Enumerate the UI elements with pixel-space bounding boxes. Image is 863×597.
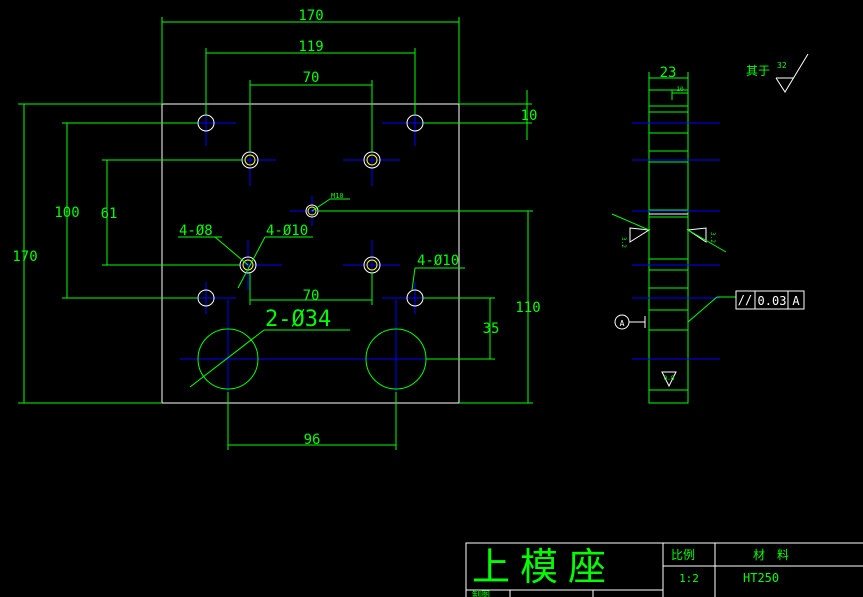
roughness-left bbox=[629, 227, 651, 243]
callout-4x-d8: 4-Ø8 bbox=[179, 223, 213, 239]
dim-119: 119 bbox=[298, 39, 323, 55]
finish-note-value: 32 bbox=[777, 61, 787, 70]
callout-2x-d34: 2-Ø34 bbox=[265, 307, 331, 332]
material-header: 材 料 bbox=[753, 548, 789, 562]
roughness-bottom bbox=[661, 371, 677, 388]
dim-70-bottom: 70 bbox=[303, 288, 320, 304]
hole-d34-left bbox=[197, 328, 259, 390]
dim-100: 100 bbox=[54, 205, 79, 221]
roughness-symbol-main bbox=[775, 53, 809, 93]
dim-70-top: 70 bbox=[303, 70, 320, 86]
svg-text:3.2: 3.2 bbox=[709, 232, 716, 243]
dim-96: 96 bbox=[304, 432, 321, 448]
dim-170-top: 170 bbox=[298, 8, 323, 24]
section-dim-10: 10 bbox=[676, 86, 684, 93]
center-lines bbox=[172, 103, 452, 410]
section-outline bbox=[648, 89, 689, 404]
svg-text:3.2: 3.2 bbox=[620, 237, 627, 248]
material-value: HT250 bbox=[743, 571, 779, 585]
section-view: 23 10 其于 32 3.2 3.2 0.8 // 0.03 A A bbox=[611, 53, 809, 404]
title-block: 上模座 比例 1:2 材 料 HT250 制图 bbox=[465, 542, 863, 597]
callout-4x-d10-right: 4-Ø10 bbox=[417, 253, 459, 269]
dim-110: 110 bbox=[515, 300, 540, 316]
svg-text:A: A bbox=[620, 319, 625, 328]
dim-10: 10 bbox=[521, 108, 538, 124]
svg-text:0.8: 0.8 bbox=[664, 375, 675, 382]
dim-35: 35 bbox=[483, 321, 500, 337]
roughness-right bbox=[686, 227, 707, 243]
callout-4x-d10-left: 4-Ø10 bbox=[266, 223, 308, 239]
tolerance-datum: A bbox=[792, 294, 800, 308]
section-dim-23: 23 bbox=[660, 65, 677, 81]
dimension-texts: 170 119 70 10 100 61 170 110 70 35 96 4-… bbox=[12, 8, 540, 448]
dim-170-left: 170 bbox=[12, 249, 37, 265]
dim-61: 61 bbox=[101, 206, 118, 222]
dimension-lines bbox=[18, 17, 533, 450]
scale-value: 1:2 bbox=[679, 572, 699, 585]
tolerance-frame bbox=[735, 290, 805, 310]
plate-outline bbox=[161, 103, 460, 404]
tolerance-value: 0.03 bbox=[758, 294, 787, 308]
tolerance-symbol: // bbox=[738, 293, 752, 307]
drawn-label: 制图 bbox=[472, 589, 490, 597]
part-name: 上模座 bbox=[472, 545, 616, 589]
plan-view: 170 119 70 10 100 61 170 110 70 35 96 4-… bbox=[12, 8, 541, 450]
callout-m10: M10 bbox=[331, 192, 344, 200]
finish-note-label: 其于 bbox=[746, 64, 770, 78]
scale-header: 比例 bbox=[671, 548, 695, 562]
